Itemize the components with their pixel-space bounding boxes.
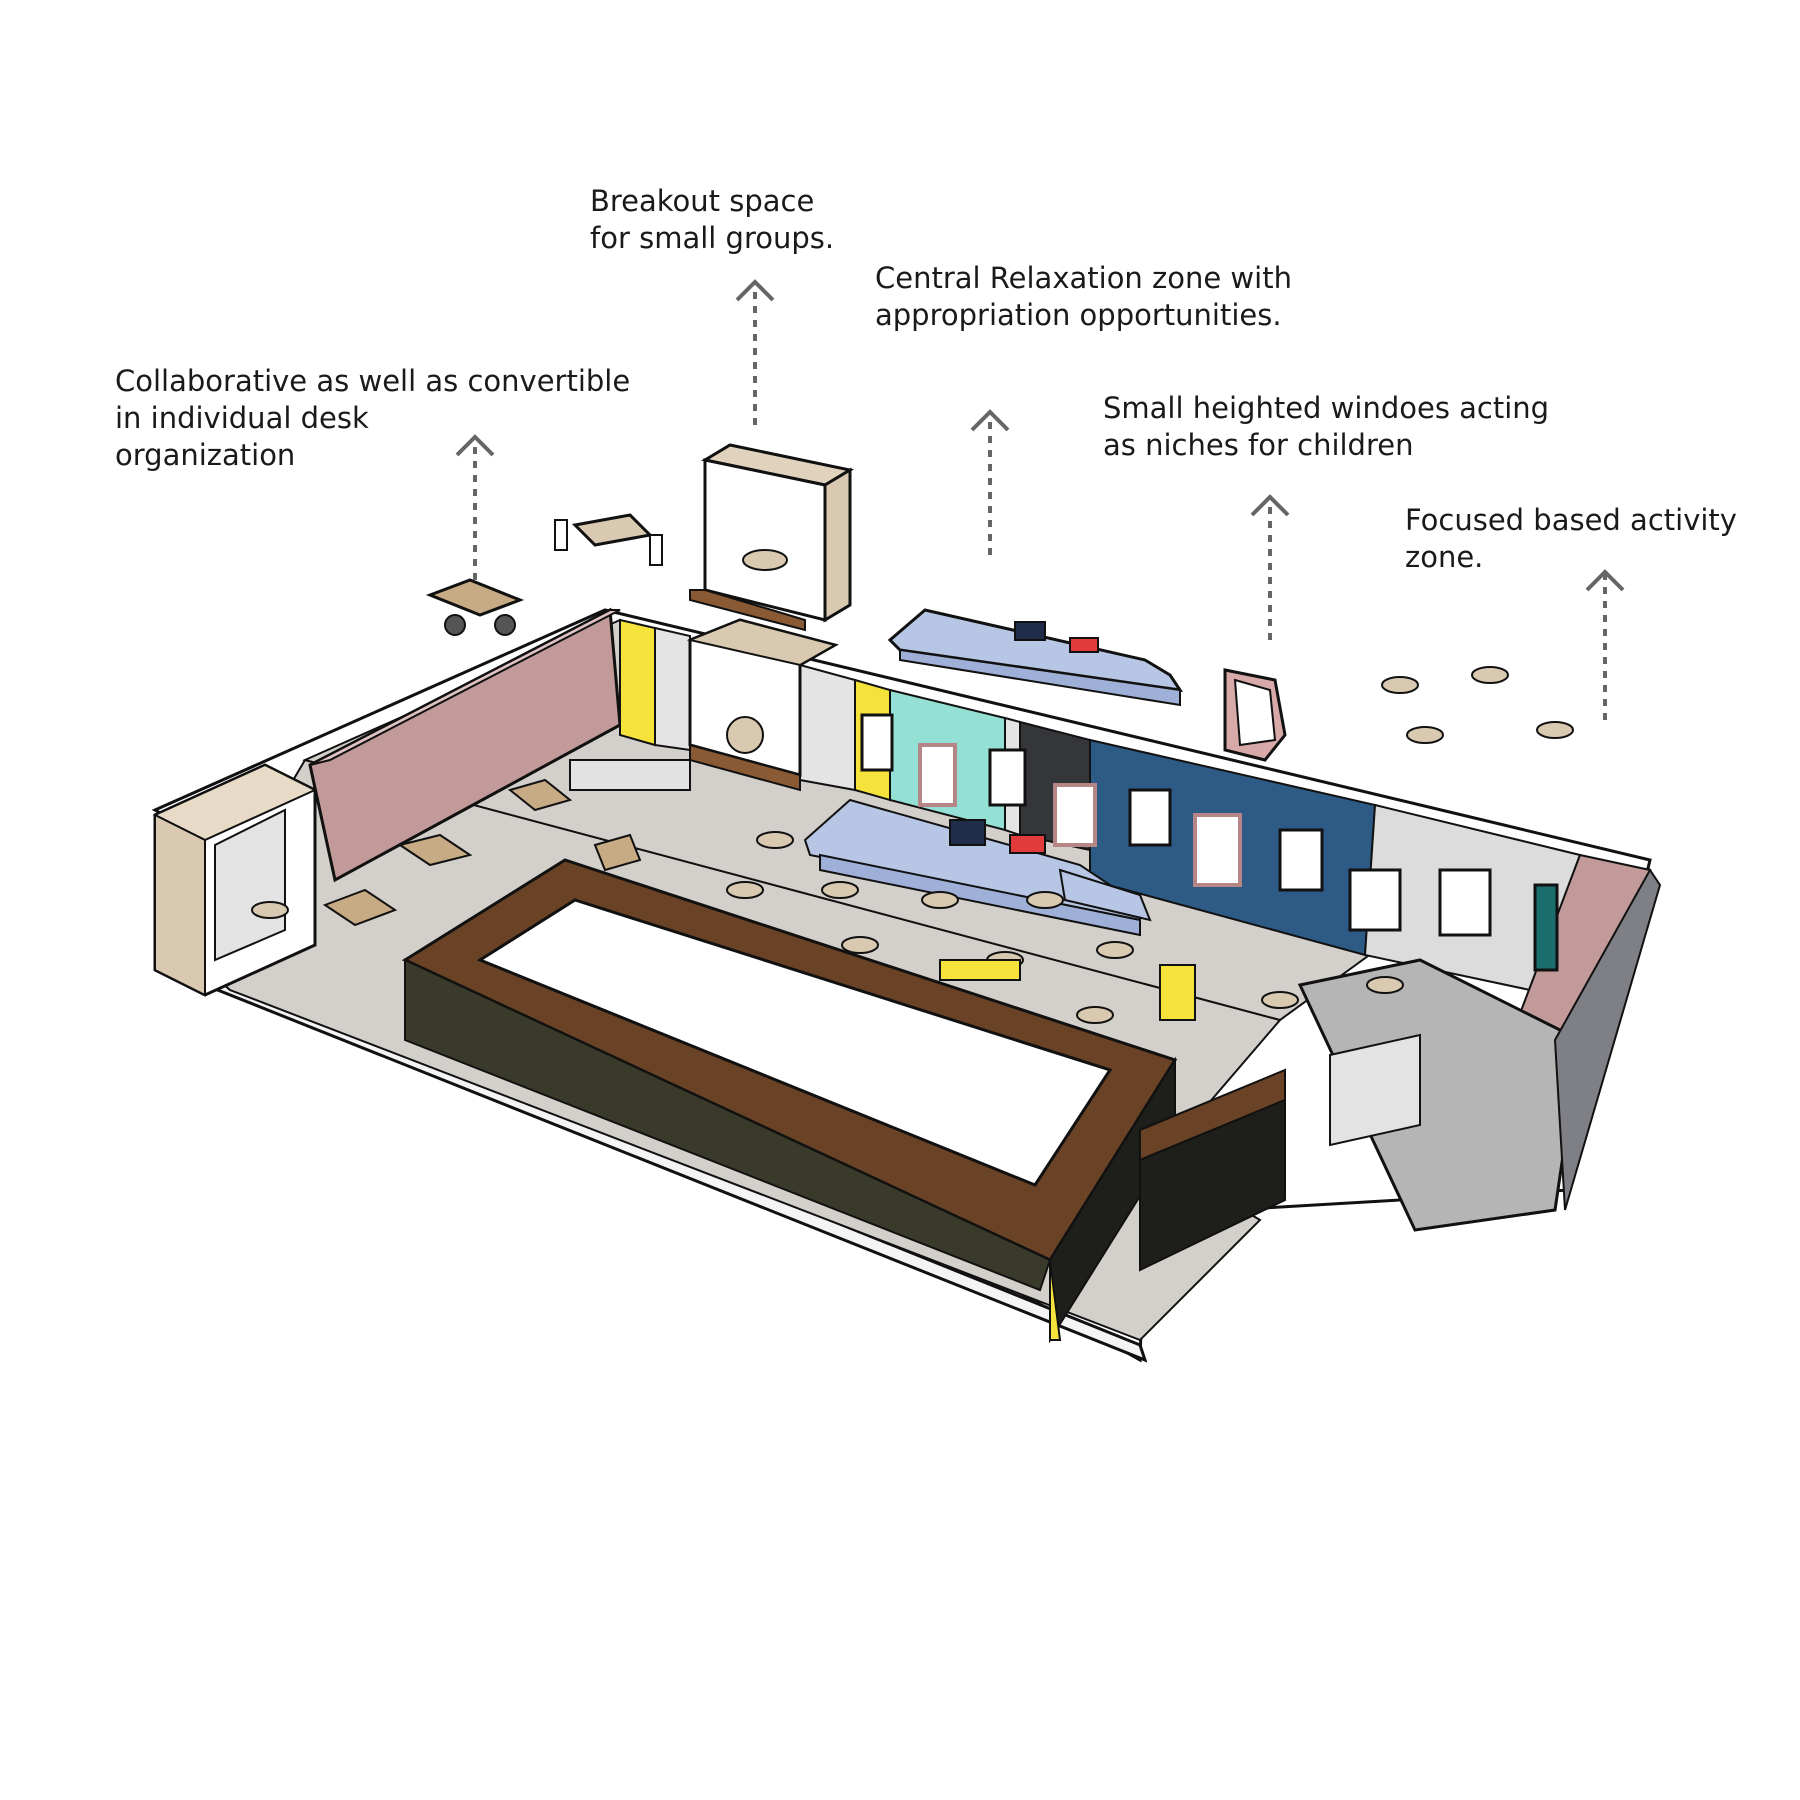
label-windows: Small heighted windoes acting as niches … [1103,390,1549,464]
annotation-arrows [455,279,1625,720]
floating-group-table [554,513,663,566]
floor-cluster-desks [322,759,691,927]
left-pod [152,763,318,997]
floating-cluster-desk [425,578,525,636]
label-breakout: Breakout space for small groups. [590,183,834,257]
label-relaxation: Central Relaxation zone with appropriati… [875,260,1292,334]
floating-window-frame [1223,668,1287,762]
label-collaborative-line-2: in individual desk [115,401,369,435]
label-collaborative-line-3: organization [115,438,296,472]
wall-windows [860,713,1559,972]
label-breakout-line-1: Breakout space [590,184,815,218]
label-focused: Focused based activity zone. [1405,502,1737,576]
floating-breakout-pod [689,443,855,632]
label-focused-line-2: zone. [1405,540,1484,574]
label-windows-line-2: as niches for children [1103,428,1414,462]
label-relaxation-line-1: Central Relaxation zone with [875,261,1292,295]
floor-breakout-pod [686,618,839,792]
floating-round-tables [1381,666,1574,744]
label-collaborative: Collaborative as well as convertible in … [115,363,630,474]
floor-round-tables [251,831,1404,1024]
label-relaxation-line-2: appropriation opportunities. [875,298,1282,332]
label-breakout-line-2: for small groups. [590,221,835,255]
label-windows-line-1: Small heighted windoes acting [1103,391,1550,425]
label-focused-line-1: Focused based activity [1405,503,1737,537]
balcony-railing [401,858,1286,1344]
label-collaborative-line-1: Collaborative as well as convertible [115,364,631,398]
floating-relaxation-platform [887,608,1184,707]
right-grey-block [1297,868,1662,1232]
